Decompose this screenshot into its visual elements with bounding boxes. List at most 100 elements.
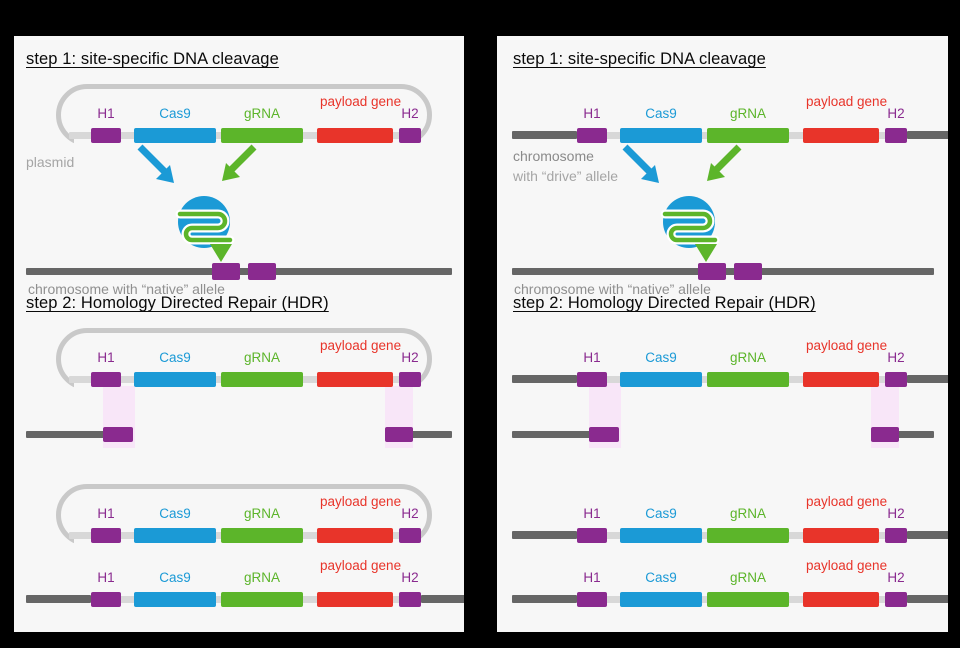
segment-payload: [803, 592, 879, 607]
drive-chromosome-arm-left: [512, 131, 577, 139]
label-h2: H2: [401, 106, 419, 121]
segment-cas9: [134, 372, 216, 387]
label-payload: payload gene: [806, 338, 888, 353]
segment-grna: [707, 592, 789, 607]
label-payload: payload gene: [806, 558, 888, 573]
segment-payload: [317, 128, 393, 143]
cleaved-chromosome-left: [26, 431, 124, 438]
label-cas9: Cas9: [645, 106, 677, 121]
cas9-nuclease-icon: [175, 196, 235, 262]
panel-plasmid-delivery: step 1: site-specific DNA cleavage H1 Ca…: [14, 36, 464, 632]
donor-label-chromosome-line2: with “drive” allele: [513, 168, 619, 184]
cut-site-box-right: [734, 263, 762, 280]
label-payload: payload gene: [320, 338, 402, 353]
step2-title-left: step 2: Homology Directed Repair (HDR): [26, 294, 329, 312]
segment-h2: [399, 372, 421, 387]
cut-site-box-right: [248, 263, 276, 280]
label-h2: H2: [887, 106, 905, 121]
segment-h2: [399, 528, 421, 543]
chromosome-arm-right: [907, 595, 948, 603]
segment-h1: [91, 128, 121, 143]
segment-grna: [707, 372, 789, 387]
label-payload: payload gene: [320, 94, 402, 109]
segment-grna: [221, 128, 303, 143]
label-cas9: Cas9: [159, 506, 191, 521]
cleaved-chromosome-right-right: [878, 431, 934, 438]
panel-chromosomal-drive: step 1: site-specific DNA cleavage H1 Ca…: [497, 36, 948, 632]
segment-payload: [803, 128, 879, 143]
donor-label-chromosome: chromosome: [513, 148, 594, 164]
label-grna: gRNA: [729, 350, 766, 365]
segment-h1: [577, 372, 607, 387]
chromosome-arm-left: [26, 595, 91, 603]
segment-h1: [91, 592, 121, 607]
segment-grna: [221, 372, 303, 387]
label-grna: gRNA: [729, 106, 766, 121]
segment-h2: [885, 528, 907, 543]
cas9-nuclease-icon: [660, 196, 720, 262]
target-chromosome-right: [512, 263, 934, 280]
segment-cas9: [134, 128, 216, 143]
target-chromosome: [26, 263, 452, 280]
segment-h2: [885, 372, 907, 387]
label-cas9: Cas9: [645, 570, 677, 585]
label-cas9: Cas9: [645, 350, 677, 365]
segment-h1: [577, 592, 607, 607]
segment-payload: [803, 528, 879, 543]
label-grna: gRNA: [729, 570, 766, 585]
segment-h1: [91, 528, 121, 543]
segment-grna: [707, 128, 789, 143]
segment-grna: [221, 592, 303, 607]
label-h1: H1: [97, 506, 115, 521]
nuclease-arrows: [137, 144, 257, 183]
label-h2: H2: [401, 506, 419, 521]
step1-title-right: step 1: site-specific DNA cleavage: [513, 50, 766, 68]
segment-grna: [707, 528, 789, 543]
cut-site-box-left: [698, 263, 726, 280]
label-grna: gRNA: [243, 570, 280, 585]
cut-site-box-left: [212, 263, 240, 280]
label-payload: payload gene: [320, 558, 402, 573]
drive-arm-right-step2: [907, 375, 948, 383]
segment-cas9: [620, 592, 702, 607]
segment-cas9: [620, 128, 702, 143]
label-cas9: Cas9: [645, 506, 677, 521]
label-grna: gRNA: [243, 106, 280, 121]
label-h2: H2: [401, 350, 419, 365]
segment-grna: [221, 528, 303, 543]
label-h2: H2: [887, 506, 905, 521]
segment-h1: [577, 528, 607, 543]
segment-payload: [317, 528, 393, 543]
cleaved-h1-box: [589, 427, 619, 442]
segment-cas9: [134, 592, 216, 607]
segment-payload: [803, 372, 879, 387]
label-h2: H2: [887, 570, 905, 585]
label-payload: payload gene: [806, 494, 888, 509]
segment-cas9: [134, 528, 216, 543]
label-h1: H1: [583, 106, 601, 121]
segment-h1: [577, 128, 607, 143]
label-grna: gRNA: [729, 506, 766, 521]
chromosome-arm-right: [421, 595, 464, 603]
label-h1: H1: [583, 506, 601, 521]
label-h2: H2: [887, 350, 905, 365]
label-h1: H1: [97, 350, 115, 365]
label-h1: H1: [97, 106, 115, 121]
label-cas9: Cas9: [159, 106, 191, 121]
step1-title-left: step 1: site-specific DNA cleavage: [26, 50, 279, 68]
drive-arm-left-step2: [512, 375, 577, 383]
segment-h2: [399, 592, 421, 607]
nuclease-arrows-right: [622, 144, 742, 183]
step2-title-right: step 2: Homology Directed Repair (HDR): [513, 294, 816, 312]
segment-cas9: [620, 528, 702, 543]
chromosome-arm-left: [512, 531, 577, 539]
target-label-left: chromosome with “native” allele: [28, 281, 225, 297]
target-label-right: chromosome with “native” allele: [514, 281, 711, 297]
donor-label-plasmid: plasmid: [26, 154, 75, 170]
cleaved-chromosome-left-right: [512, 431, 610, 438]
label-grna: gRNA: [243, 506, 280, 521]
segment-cas9: [620, 372, 702, 387]
label-payload: payload gene: [806, 94, 888, 109]
cleaved-h2-box: [385, 427, 413, 442]
segment-payload: [317, 372, 393, 387]
